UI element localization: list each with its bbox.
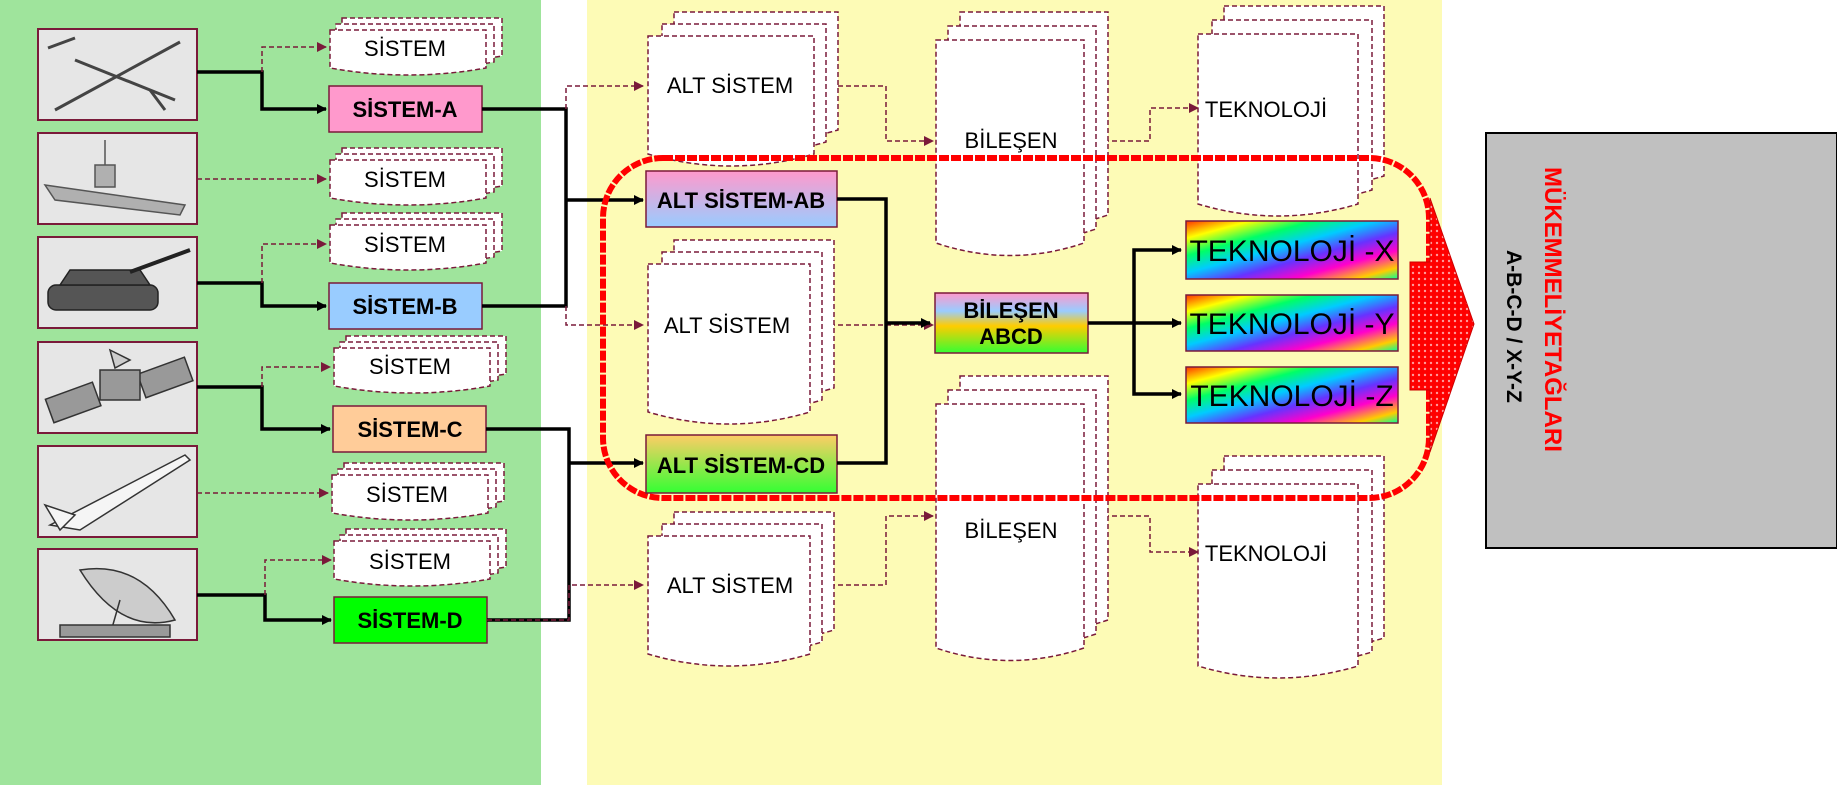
alt-sistem-stacks: ALT SİSTEM ALT SİSTEM ALT SİSTEM: [647, 11, 839, 667]
solid-connectors-middle: [837, 197, 1182, 465]
tank-icon: [47, 248, 191, 311]
satellite-icon: [44, 348, 194, 424]
alt-sistem-label-top: ALT SİSTEM: [667, 73, 793, 98]
sistem-a-box: SİSTEM-A: [328, 85, 483, 133]
sistem-label-1: SİSTEM: [364, 36, 446, 61]
missile-icon: [43, 454, 192, 532]
sistem-a-label: SİSTEM-A: [352, 97, 457, 122]
sistem-stack-1: [329, 17, 503, 76]
alt-sistem-cd-label: ALT SİSTEM-CD: [657, 453, 825, 478]
sistem-stack-6: [333, 528, 507, 587]
bilesen-stack-top: [935, 11, 1109, 257]
bilesen-abcd-box: BİLEŞEN ABCD: [934, 292, 1089, 354]
sistem-c-label: SİSTEM-C: [357, 417, 462, 442]
teknoloji-z-label: TEKNOLOJİ -Z: [1190, 380, 1393, 413]
solid-connectors-left: [197, 70, 644, 625]
teknoloji-y-box: TEKNOLOJİ -Y: [1185, 294, 1399, 352]
sistem-label-4: SİSTEM: [369, 354, 451, 379]
drone-icon: [47, 36, 181, 112]
sistem-b-box: SİSTEM-B: [328, 282, 483, 330]
teknoloji-stack-bottom: [1197, 455, 1385, 679]
sistem-label-3: SİSTEM: [364, 232, 446, 257]
alt-sistem-label-middle: ALT SİSTEM: [664, 313, 790, 338]
sistem-stack-2: [329, 147, 503, 206]
bilesen-label-bottom: BİLEŞEN: [965, 518, 1058, 543]
warship-icon: [43, 140, 187, 216]
teknoloji-z-box: TEKNOLOJİ -Z: [1185, 366, 1399, 424]
sistem-stack-5: [331, 462, 505, 521]
sistem-d-label: SİSTEM-D: [357, 608, 462, 633]
bilesen-stacks: BİLEŞEN BİLEŞEN: [935, 11, 1109, 662]
sistem-d-box: SİSTEM-D: [333, 596, 488, 644]
dashed-connectors-left: [197, 42, 332, 595]
highlight-frame: [600, 155, 1432, 501]
sistem-stack-4: [333, 335, 507, 394]
sistem-b-label: SİSTEM-B: [352, 294, 457, 319]
outcome-box: [1485, 132, 1837, 549]
sistem-label-2: SİSTEM: [364, 167, 446, 192]
outcome-arrow: [1409, 197, 1475, 453]
alt-sistem-stack-top: [647, 11, 839, 167]
alt-sistem-ab-label: ALT SİSTEM-AB: [657, 188, 825, 213]
dashed-connectors-middle: [487, 81, 1199, 621]
sistem-stack-3: [329, 212, 503, 271]
teknoloji-x-box: TEKNOLOJİ -X: [1185, 220, 1399, 280]
teknoloji-label-bottom: TEKNOLOJİ: [1205, 541, 1327, 566]
alt-sistem-cd-box: ALT SİSTEM-CD: [645, 434, 838, 494]
bilesen-abcd-line1: BİLEŞEN: [963, 298, 1058, 323]
alt-sistem-label-bottom: ALT SİSTEM: [667, 573, 793, 598]
outcome-subtitle: A-B-C-D / X-Y-Z: [1502, 250, 1525, 403]
bilesen-label-top: BİLEŞEN: [965, 128, 1058, 153]
radar-dish-icon: [59, 567, 177, 638]
sistem-stacks: SİSTEM SİSTEM SİSTEM SİSTEM SİSTEM: [329, 17, 507, 587]
alt-sistem-stack-bottom: [647, 511, 835, 667]
bilesen-abcd-line2: ABCD: [979, 324, 1043, 349]
bilesen-stack-bottom: [935, 375, 1109, 662]
teknoloji-label-top: TEKNOLOJİ: [1205, 97, 1327, 122]
teknoloji-stacks: TEKNOLOJİ TEKNOLOJİ: [1197, 5, 1385, 679]
sistem-label-6: SİSTEM: [369, 549, 451, 574]
teknoloji-x-label: TEKNOLOJİ -X: [1189, 235, 1394, 268]
alt-sistem-ab-box: ALT SİSTEM-AB: [645, 170, 838, 228]
sistem-label-5: SİSTEM: [366, 482, 448, 507]
alt-sistem-stack-middle: [647, 239, 835, 425]
teknoloji-y-label: TEKNOLOJİ -Y: [1189, 308, 1394, 341]
outcome-title: MÜKEMMELİYETAĞLARI: [1539, 167, 1567, 452]
sistem-c-box: SİSTEM-C: [332, 405, 487, 453]
